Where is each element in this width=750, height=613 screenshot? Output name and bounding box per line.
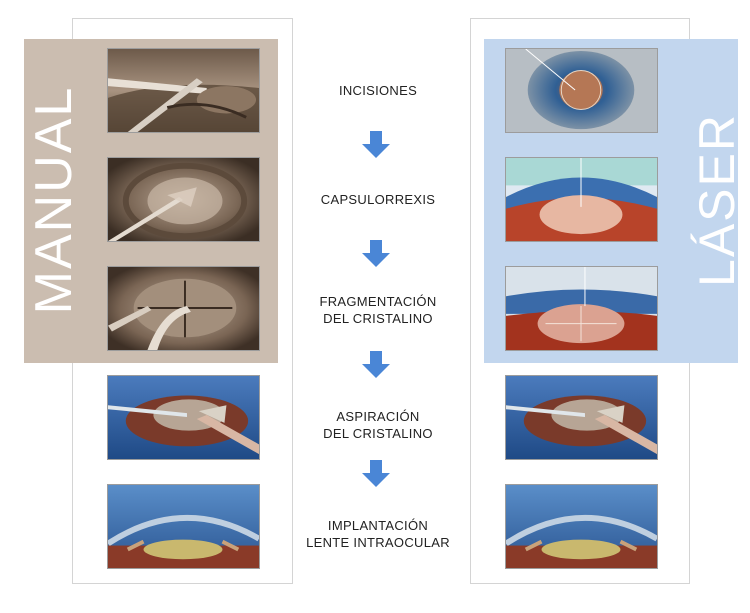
laser-capsulotomy-image — [505, 157, 658, 242]
step-label-line1: CAPSULORREXIS — [320, 192, 436, 207]
down-arrow-icon — [362, 351, 390, 378]
manual-fragmentation-image — [107, 266, 260, 351]
step-label-line1: INCISIONES — [338, 83, 418, 98]
down-arrow-icon — [362, 460, 390, 487]
laser-aspiration-image — [505, 375, 658, 460]
manual-title: MANUAL — [25, 85, 83, 315]
step-label-line2: DEL CRISTALINO — [323, 311, 433, 326]
manual-incision-image — [107, 48, 260, 133]
down-arrow-icon — [362, 240, 390, 267]
step-label-line1: IMPLANTACIÓN — [327, 518, 429, 533]
manual-aspiration-image — [107, 375, 260, 460]
manual-implantation-image — [107, 484, 260, 569]
laser-fragmentation-image — [505, 266, 658, 351]
step-label-line1: ASPIRACIÓN — [336, 409, 420, 424]
manual-capsulorhexis-image — [107, 157, 260, 242]
step-label-line2: DEL CRISTALINO — [323, 426, 433, 441]
down-arrow-icon — [362, 131, 390, 158]
step-label-incisions: INCISIONES — [290, 82, 466, 99]
laser-title: LÁSER — [689, 113, 745, 287]
laser-implantation-image — [505, 484, 658, 569]
step-label-implantation: IMPLANTACIÓN LENTE INTRAOCULAR — [290, 517, 466, 551]
laser-incision-image — [505, 48, 658, 133]
step-label-capsulorhexis: CAPSULORREXIS — [290, 191, 466, 208]
step-label-line2: LENTE INTRAOCULAR — [306, 535, 450, 550]
step-label-fragmentation: FRAGMENTACIÓN DEL CRISTALINO — [290, 293, 466, 327]
step-label-aspiration: ASPIRACIÓN DEL CRISTALINO — [290, 408, 466, 442]
step-label-line1: FRAGMENTACIÓN — [319, 294, 437, 309]
